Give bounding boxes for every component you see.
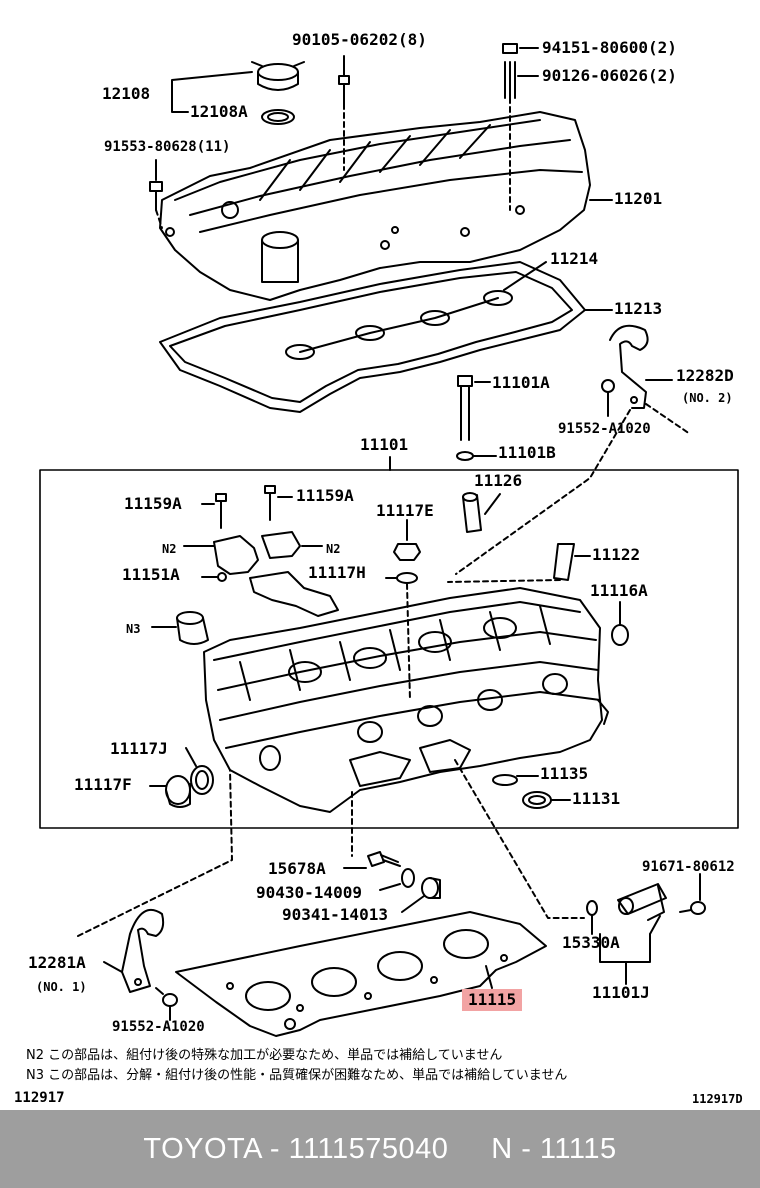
oil-filler-cap: [251, 61, 305, 125]
label-91553: 91553-80628(11): [104, 139, 231, 155]
label-11117h: 11117H: [308, 563, 366, 582]
head-bolt-11101a: [456, 375, 474, 461]
label-90341: 90341-14013: [282, 905, 388, 924]
label-11115-highlighted[interactable]: 11115: [462, 989, 523, 1011]
plug-11131: [522, 791, 552, 809]
engine-hanger-no1: [121, 909, 165, 993]
valve-lifter-n3: [176, 611, 209, 645]
plug-11117j: [190, 765, 214, 795]
label-11117f: 11117F: [74, 775, 132, 794]
label-11101a: 11101A: [492, 373, 550, 392]
label-11101j: 11101J: [592, 983, 650, 1002]
bolt-91552b: [155, 987, 178, 1007]
leader-12108: [171, 71, 253, 113]
label-12281a-no: (NO. 1): [36, 980, 87, 994]
label-15678a: 15678A: [268, 859, 326, 878]
label-11151a: 11151A: [122, 565, 180, 584]
cylinder-head: [203, 587, 609, 813]
label-90105: 90105-06202(8): [292, 30, 427, 49]
bolt-15678a: [367, 851, 401, 867]
label-11101: 11101: [360, 435, 409, 454]
label-12108a: 12108A: [190, 102, 248, 121]
bolt-94151: [502, 43, 518, 99]
bolt-91553: [149, 181, 163, 211]
label-15330a: 15330A: [562, 933, 620, 952]
footer-bar: TOYOTA - 1111575040 N - 11115: [0, 1110, 760, 1188]
label-11201: 11201: [614, 189, 663, 208]
plug-11117f: [165, 775, 191, 808]
tube-11122: [553, 543, 575, 581]
label-11131: 11131: [572, 789, 621, 808]
label-11117e: 11117E: [376, 501, 434, 520]
label-11101b: 11101B: [498, 443, 556, 462]
diagram-code-left: 112917: [14, 1090, 65, 1106]
label-91552a: 91552-A1020: [558, 421, 651, 437]
label-11126: 11126: [474, 471, 523, 490]
cylinder-head-cover: [159, 111, 591, 301]
engine-hanger-no2: [609, 324, 649, 409]
bolt-91671: [679, 901, 706, 915]
parts-diagram: [39, 43, 739, 1037]
bolt-90105: [338, 75, 350, 105]
cylinder-head-sub-assy-box: [39, 469, 739, 829]
leader-11101J: [599, 933, 651, 985]
label-12282d-no: (NO. 2): [682, 391, 733, 405]
label-11214: 11214: [550, 249, 599, 268]
note-n2: N2 この部品は、組付け後の特殊な加工が必要なため、単品では補給していません: [26, 1048, 503, 1063]
label-11213: 11213: [614, 299, 663, 318]
label-11122: 11122: [592, 545, 641, 564]
plug-11117e: [393, 543, 421, 584]
camshaft-bearing-cap: [213, 531, 339, 617]
head-cover-gasket: [159, 261, 586, 413]
note-n3: N3 この部品は、分解・組付け後の性能・品質確保が困難なため、単品では補給してい…: [26, 1068, 568, 1083]
camshaft-position-sensor: [617, 883, 667, 921]
label-12108: 12108: [102, 84, 151, 103]
label-94151: 94151-80600(2): [542, 38, 677, 57]
label-12282d: 12282D: [676, 366, 734, 385]
label-12281a: 12281A: [28, 953, 86, 972]
leader-11214: [503, 261, 547, 291]
label-n2-2: N2: [326, 542, 341, 556]
label-11116a: 11116A: [590, 581, 648, 600]
label-90430: 90430-14009: [256, 883, 362, 902]
label-11159a-2: 11159A: [296, 486, 354, 505]
diagram-code-right: 112917D: [692, 1092, 743, 1106]
label-90126: 90126-06026(2): [542, 66, 677, 85]
label-11159a-1: 11159A: [124, 494, 182, 513]
label-11135: 11135: [540, 764, 589, 783]
label-91552b: 91552-A1020: [112, 1019, 205, 1035]
spark-plug-tube-gasket: [285, 290, 513, 360]
label-n2-1: N2: [162, 542, 177, 556]
gasket-11135: [492, 774, 518, 786]
plug-11116a: [611, 624, 629, 646]
cylinder-head-gasket: [175, 911, 547, 1037]
footer-part-number: TOYOTA - 1111575040 N - 11115: [143, 1132, 617, 1165]
o-ring-15330a: [586, 900, 598, 916]
label-91671: 91671-80612: [642, 859, 735, 875]
tube-11126: [462, 492, 482, 533]
label-n3: N3: [126, 622, 141, 636]
washer-90430: [401, 868, 415, 888]
bolt-11159a: [215, 485, 276, 529]
bolt-91552a: [601, 379, 615, 417]
plug-90341: [421, 877, 441, 899]
label-11117j: 11117J: [110, 739, 168, 758]
